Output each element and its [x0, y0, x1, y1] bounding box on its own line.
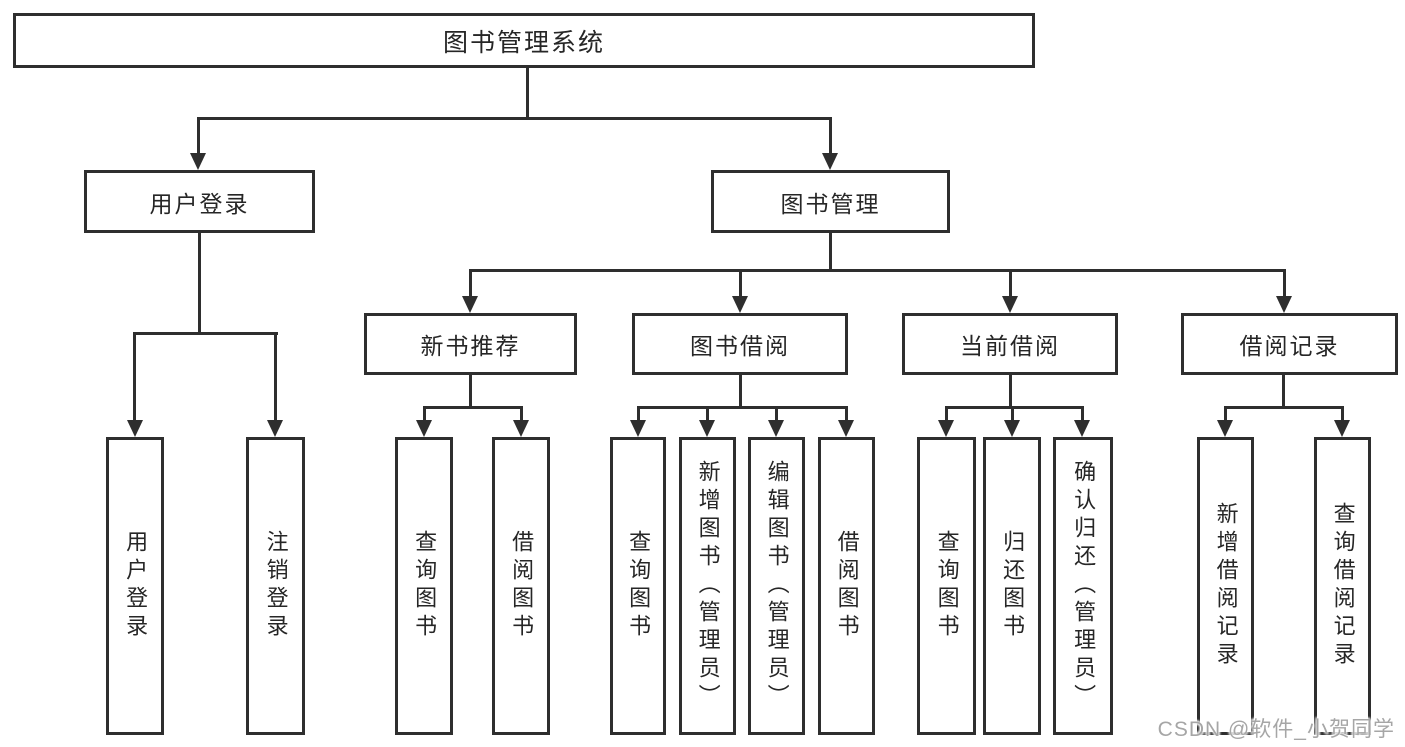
node-new-book-recommend-label: 新书推荐 — [420, 333, 521, 359]
node-book-management: 图书管理 — [711, 170, 950, 233]
connector-borrowing-records-branch — [1224, 406, 1344, 409]
leaf-logout: 注销登录 — [246, 437, 305, 735]
connector-leaf-shaft — [1011, 406, 1014, 422]
node-book-borrowing: 图书借阅 — [632, 313, 848, 375]
arrow-down-icon — [838, 420, 854, 437]
connector-leaf-shaft — [775, 406, 778, 422]
leaf-logout-label: 注销登录 — [263, 530, 289, 642]
arrow-down-icon — [630, 420, 646, 437]
leaf-add-book-admin: 新增图书（管理员） — [679, 437, 736, 735]
leaf-query-book-recommend: 查询图书 — [395, 437, 453, 735]
arrow-down-icon — [513, 420, 529, 437]
connector-borrowing-records-stub — [1282, 373, 1285, 409]
node-current-borrowing-label: 当前借阅 — [960, 333, 1060, 359]
leaf-query-book-borrowing-label: 查询图书 — [626, 530, 652, 642]
leaf-borrow-book-label: 借阅图书 — [834, 530, 860, 642]
node-user-login: 用户登录 — [84, 170, 315, 233]
connector-leaf-shaft — [637, 406, 640, 422]
arrow-down-icon — [267, 420, 283, 437]
connector-leaf-shaft — [706, 406, 709, 422]
connector-new-book-branch — [423, 406, 523, 409]
connector-new-book-stub — [469, 373, 472, 409]
connector-level2-shaft — [739, 269, 742, 298]
arrow-down-icon — [1276, 296, 1292, 313]
leaf-user-login-label: 用户登录 — [123, 530, 149, 642]
arrow-down-icon — [938, 420, 954, 437]
connector-level2-branch — [469, 269, 1286, 272]
arrow-down-icon — [732, 296, 748, 313]
leaf-query-borrow-record: 查询借阅记录 — [1314, 437, 1371, 735]
node-borrowing-records-label: 借阅记录 — [1239, 333, 1340, 359]
leaf-borrow-book-recommend-label: 借阅图书 — [509, 530, 535, 642]
connector-book-borrowing-stub — [739, 373, 742, 409]
connector-user-login-branch — [133, 332, 278, 335]
connector-leaf-shaft — [1081, 406, 1084, 422]
leaf-add-borrow-record: 新增借阅记录 — [1197, 437, 1254, 735]
leaf-query-borrow-record-label: 查询借阅记录 — [1330, 502, 1356, 670]
connector-user-login-stub — [198, 233, 201, 333]
node-book-borrowing-label: 图书借阅 — [690, 333, 790, 359]
leaf-query-book-current-label: 查询图书 — [934, 530, 960, 642]
connector-current-borrowing-branch — [945, 406, 1084, 409]
connector-leaf-shaft — [520, 406, 523, 422]
connector-book-borrowing-branch — [637, 406, 848, 409]
arrow-down-icon — [1334, 420, 1350, 437]
connector-level1-branch — [197, 117, 832, 120]
arrow-down-icon — [127, 420, 143, 437]
connector-book-mgmt-shaft — [829, 117, 832, 155]
arrow-down-icon — [822, 153, 838, 170]
arrow-down-icon — [190, 153, 206, 170]
leaf-add-book-admin-label: 新增图书（管理员） — [695, 460, 721, 712]
leaf-return-book-label: 归还图书 — [1000, 530, 1026, 642]
connector-book-mgmt-stub — [829, 233, 832, 272]
leaf-user-login: 用户登录 — [106, 437, 164, 735]
connector-leaf-shaft — [133, 332, 136, 422]
connector-current-borrowing-stub — [1009, 373, 1012, 409]
leaf-confirm-return-admin-label: 确认归还（管理员） — [1071, 460, 1097, 712]
leaf-return-book: 归还图书 — [983, 437, 1041, 735]
arrow-down-icon — [462, 296, 478, 313]
leaf-borrow-book: 借阅图书 — [818, 437, 875, 735]
arrow-down-icon — [1217, 420, 1233, 437]
connector-leaf-shaft — [274, 332, 277, 422]
connector-level2-shaft — [469, 269, 472, 298]
connector-leaf-shaft — [1224, 406, 1227, 422]
csdn-watermark: CSDN @软件_小贺同学 — [1157, 718, 1395, 741]
arrow-down-icon — [768, 420, 784, 437]
leaf-borrow-book-recommend: 借阅图书 — [492, 437, 550, 735]
connector-level2-shaft — [1283, 269, 1286, 298]
node-user-login-label: 用户登录 — [149, 190, 250, 217]
node-library-system-label: 图书管理系统 — [442, 28, 605, 57]
connector-leaf-shaft — [1341, 406, 1344, 422]
node-borrowing-records: 借阅记录 — [1181, 313, 1398, 375]
node-current-borrowing: 当前借阅 — [902, 313, 1118, 375]
leaf-query-book-recommend-label: 查询图书 — [412, 530, 438, 642]
leaf-confirm-return-admin: 确认归还（管理员） — [1053, 437, 1113, 735]
connector-leaf-shaft — [423, 406, 426, 422]
connector-root-stub — [526, 68, 529, 118]
connector-leaf-shaft — [845, 406, 848, 422]
arrow-down-icon — [699, 420, 715, 437]
leaf-query-book-current: 查询图书 — [917, 437, 976, 735]
leaf-edit-book-admin-label: 编辑图书（管理员） — [764, 460, 790, 712]
arrow-down-icon — [1004, 420, 1020, 437]
connector-leaf-shaft — [945, 406, 948, 422]
arrow-down-icon — [1002, 296, 1018, 313]
connector-user-login-shaft — [197, 117, 200, 155]
leaf-add-borrow-record-label: 新增借阅记录 — [1213, 502, 1239, 670]
node-new-book-recommend: 新书推荐 — [364, 313, 577, 375]
connector-level2-shaft — [1009, 269, 1012, 298]
node-book-management-label: 图书管理 — [780, 190, 881, 217]
leaf-query-book-borrowing: 查询图书 — [610, 437, 666, 735]
arrow-down-icon — [1074, 420, 1090, 437]
arrow-down-icon — [416, 420, 432, 437]
node-library-system: 图书管理系统 — [13, 13, 1035, 68]
leaf-edit-book-admin: 编辑图书（管理员） — [748, 437, 805, 735]
